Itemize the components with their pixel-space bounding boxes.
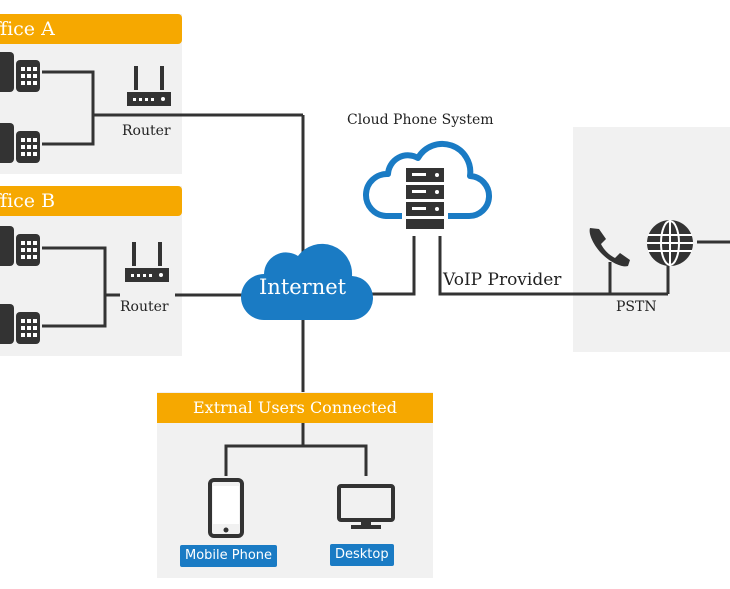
internet-label: Internet [259, 275, 347, 299]
globe-icon [647, 220, 693, 266]
router-icon [125, 242, 169, 282]
cloud-phone-system-label: Cloud Phone System [347, 112, 494, 128]
desk-phone-icon [0, 226, 40, 266]
desk-phone-icon [0, 123, 40, 163]
handset-phone-icon [589, 228, 630, 267]
office-b-label: Office B [0, 186, 182, 216]
desk-phone-icon [0, 304, 40, 344]
external-users-label: Extrnal Users Connected [157, 393, 433, 423]
office-a-router-label: Router [122, 123, 171, 139]
pstn-label: PSTN [616, 299, 657, 315]
router-icon [127, 66, 171, 106]
mobile-phone-icon [208, 478, 244, 538]
internet-cloud-icon [241, 243, 374, 321]
desktop-label: Desktop [330, 544, 394, 566]
voip-provider-label: VoIP Provider [443, 270, 562, 290]
office-a-label: Office A [0, 14, 182, 44]
desk-phone-icon [0, 52, 40, 92]
mobile-phone-label: Mobile Phone [180, 545, 278, 567]
desktop-monitor-icon [337, 484, 395, 529]
office-b-router-label: Router [120, 299, 169, 315]
cloud-server-icon [363, 140, 493, 236]
